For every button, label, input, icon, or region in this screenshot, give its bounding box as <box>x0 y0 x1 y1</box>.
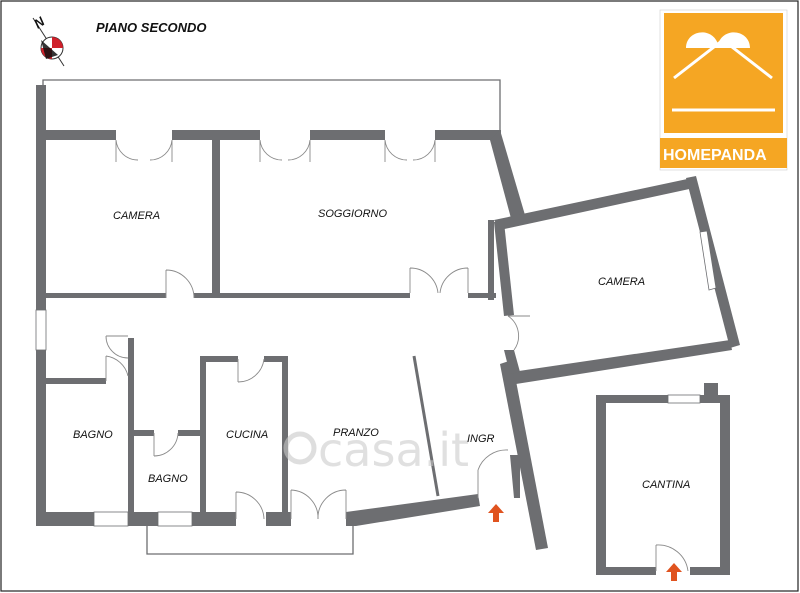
room-label-soggiorno: SOGGIORNO <box>318 208 388 220</box>
entry-arrow-icon <box>488 504 504 522</box>
brand-logo <box>659 9 788 171</box>
room-label-bagno-1: BAGNO <box>73 429 113 441</box>
panda-ears-icon <box>686 32 750 48</box>
brand-name-band <box>660 138 787 168</box>
room-label-cucina: CUCINA <box>226 429 268 441</box>
apartment-walls <box>36 79 548 555</box>
door-swings <box>105 139 689 572</box>
floor-title: PIANO SECONDO <box>96 20 207 35</box>
windows <box>35 230 717 527</box>
watermark-text: casa.it <box>318 423 469 477</box>
watermark: casa.it <box>283 423 469 477</box>
room-label-ingresso: INGR <box>467 433 495 445</box>
brand-name: HOMEPANDA <box>663 147 767 164</box>
room-label-cantina: CANTINA <box>642 479 690 491</box>
room-label-bagno-2: BAGNO <box>148 473 188 485</box>
cantina-walls <box>596 383 730 575</box>
compass-icon <box>32 17 65 67</box>
cantina-entry-arrow-icon <box>666 563 682 581</box>
camera-2-walls <box>494 176 740 384</box>
room-label-camera-2: CAMERA <box>598 276 645 288</box>
room-label-pranzo: PRANZO <box>333 427 379 439</box>
room-label-camera-1: CAMERA <box>113 210 160 222</box>
compass-label: N <box>31 13 48 31</box>
